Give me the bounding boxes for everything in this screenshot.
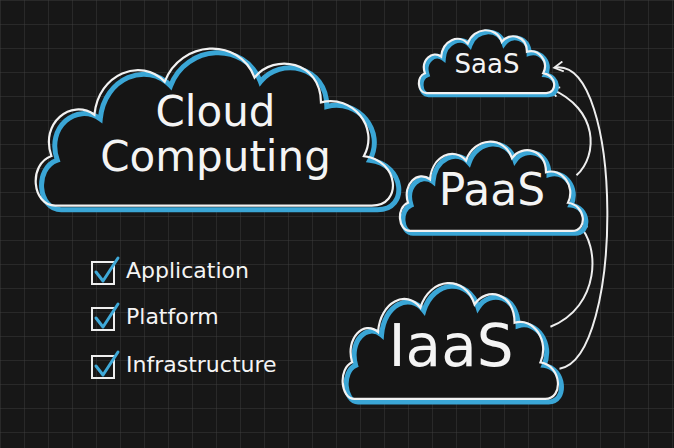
chalk-arrow xyxy=(550,225,592,327)
saas-cloud: SaaS xyxy=(416,22,558,98)
checklist-item: Infrastructure xyxy=(126,352,277,377)
cloud-label: Cloud Computing xyxy=(81,90,351,178)
checklist-item: Application xyxy=(126,258,249,283)
cloud-label: PaaS xyxy=(439,167,545,213)
cloud-label: IaaS xyxy=(388,316,513,377)
main-cloud: Cloud Computing xyxy=(28,28,403,218)
cloud-label: SaaS xyxy=(455,51,520,78)
checklist-item: Platform xyxy=(126,304,219,329)
paas-cloud: PaaS xyxy=(396,130,588,238)
chalk-arrow xyxy=(551,89,591,175)
iaas-cloud: IaaS xyxy=(338,268,564,408)
